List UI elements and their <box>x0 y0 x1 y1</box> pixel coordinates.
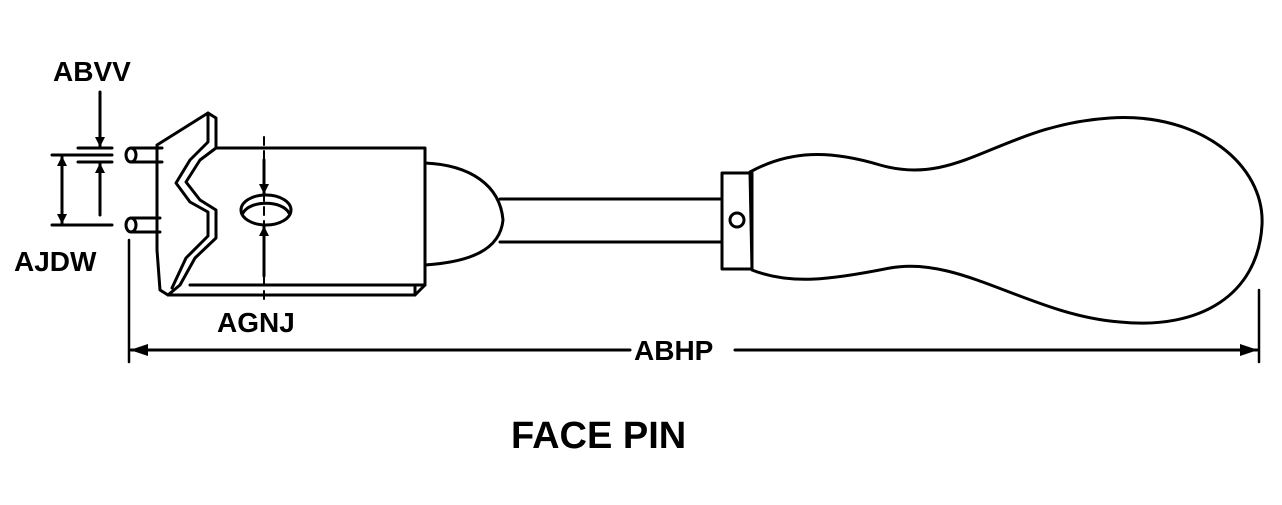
pin-bottom <box>129 216 162 234</box>
diagram-title: FACE PIN <box>511 415 687 457</box>
label-abvv: ABVV <box>53 56 131 87</box>
label-abhp: ABHP <box>634 335 714 366</box>
fork-outline <box>155 111 218 297</box>
ferrule-hole <box>728 211 746 229</box>
body-hole-inner <box>241 201 291 215</box>
label-ajdw: AJDW <box>14 246 97 277</box>
pin-bottom-end <box>124 216 138 234</box>
nose-cone <box>423 161 505 267</box>
fork-inner-edge <box>170 111 210 290</box>
handle-outline <box>748 116 1264 325</box>
pin-top-end <box>124 146 138 164</box>
ferrule <box>720 171 754 271</box>
pin-top <box>129 146 164 164</box>
body-hole <box>239 193 293 227</box>
label-agnj: AGNJ <box>217 307 295 338</box>
